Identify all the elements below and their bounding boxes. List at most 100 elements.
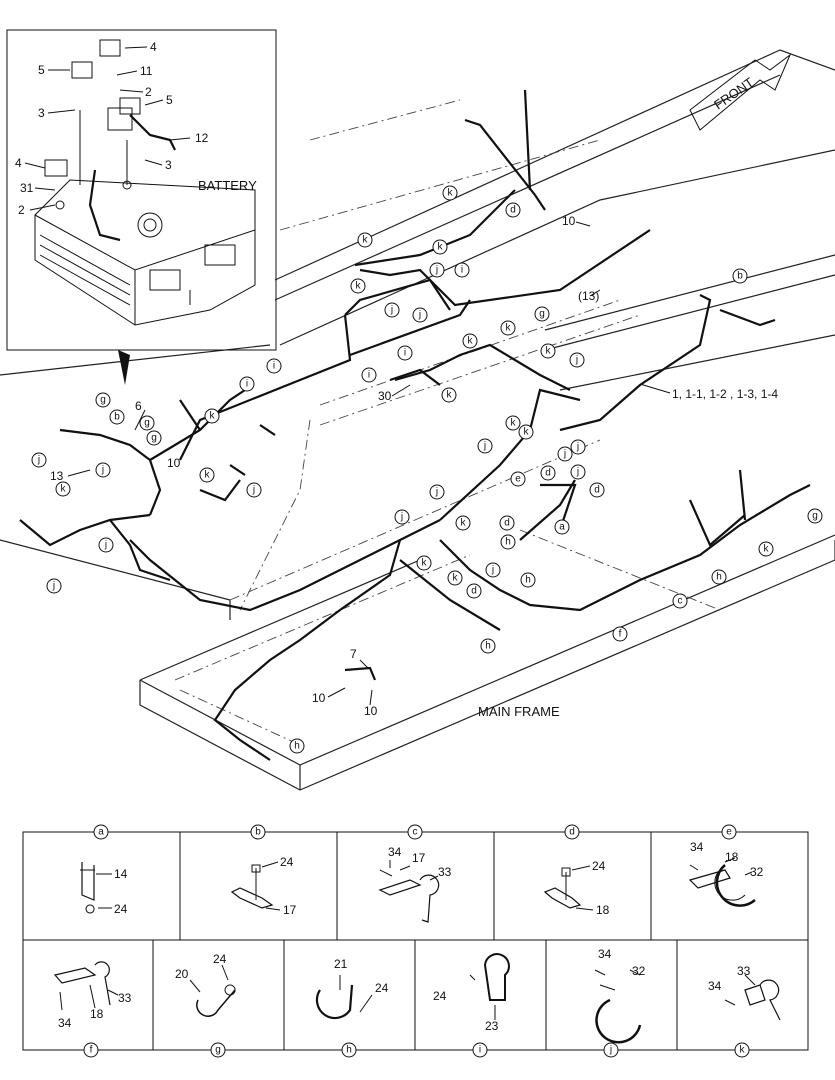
part-number: 17 <box>412 851 426 865</box>
callout-k: k <box>441 387 457 403</box>
callout-h: h <box>289 738 305 754</box>
battery-label: BATTERY <box>198 178 257 193</box>
callout-e: e <box>510 471 526 487</box>
num-10-label: 10 <box>312 691 326 705</box>
panel-header-d: d <box>564 824 580 840</box>
main-frame-label: MAIN FRAME <box>478 704 560 719</box>
callout-letter: i <box>404 348 406 359</box>
callout-letter: h <box>525 575 531 586</box>
callout-k: k <box>518 424 534 440</box>
callout-letter: j <box>390 305 393 316</box>
callout-letter: g <box>812 511 818 522</box>
callout-h: h <box>711 569 727 585</box>
callout-letter: g <box>100 395 106 406</box>
callout-j: j <box>570 464 586 480</box>
front-arrow: FRONT <box>689 53 792 131</box>
part-number: 24 <box>433 989 447 1003</box>
callout-letter: k <box>511 418 517 429</box>
part-number: 34 <box>598 947 612 961</box>
callout-letter: i <box>246 379 248 390</box>
callout-d: d <box>589 482 605 498</box>
callout-letter: i <box>368 370 370 381</box>
callout-h: h <box>480 638 496 654</box>
part-number: 33 <box>118 991 132 1005</box>
callout-a: a <box>554 519 570 535</box>
part-number: 14 <box>114 867 128 881</box>
part-number: 24 <box>114 902 128 916</box>
callout-letter: k <box>363 235 369 246</box>
callout-letter: j <box>104 540 107 551</box>
callout-k: k <box>442 185 458 201</box>
callout-d: d <box>505 202 521 218</box>
callout-j: j <box>477 438 493 454</box>
callout-letter: k <box>447 390 453 401</box>
part-number: 24 <box>375 981 389 995</box>
part-number: 21 <box>334 957 348 971</box>
front-label: FRONT <box>711 74 756 112</box>
svg-text:b: b <box>255 827 261 838</box>
inset-num: 11 <box>140 64 153 78</box>
callout-g: g <box>139 415 155 431</box>
svg-text:c: c <box>413 827 418 838</box>
callout-letter: k <box>764 544 770 555</box>
inset-pointer <box>118 350 130 385</box>
callout-h: h <box>520 572 536 588</box>
num-13-label: 13 <box>50 469 64 483</box>
callout-letter: j <box>37 455 40 466</box>
callout-letter: j <box>418 310 421 321</box>
callout-letter: j <box>563 449 566 460</box>
callout-i: i <box>454 262 470 278</box>
part-number: 23 <box>485 1019 499 1033</box>
callout-k: k <box>55 481 71 497</box>
svg-text:k: k <box>740 1045 746 1056</box>
inset-num: 5 <box>166 93 173 107</box>
callout-k: k <box>199 467 215 483</box>
callout-j: j <box>246 482 262 498</box>
part-number: 34 <box>58 1016 72 1030</box>
inset-num: 3 <box>38 106 45 120</box>
part-number: 17 <box>283 903 297 917</box>
callout-g: g <box>534 306 550 322</box>
panel-header-g: g <box>210 1042 226 1058</box>
callout-letter: k <box>438 242 444 253</box>
callout-j: j <box>485 562 501 578</box>
callout-letter: j <box>101 465 104 476</box>
callout-letter: k <box>524 427 530 438</box>
callout-letter: c <box>678 596 683 607</box>
callout-k: k <box>447 570 463 586</box>
battery-inset: BATTERY 4 5 11 <box>6 29 277 351</box>
part-number: 32 <box>750 865 764 879</box>
callout-k: k <box>357 232 373 248</box>
callout-k: k <box>500 320 516 336</box>
callout-i: i <box>397 345 413 361</box>
callout-letter: d <box>504 518 510 529</box>
callout-letter: k <box>461 518 467 529</box>
callout-k: k <box>350 278 366 294</box>
callout-k: k <box>505 415 521 431</box>
num-10-label: 10 <box>364 704 378 718</box>
inset-num: 4 <box>150 40 157 54</box>
callout-letter: j <box>575 355 578 366</box>
leader-lines <box>67 221 671 706</box>
callout-letter: j <box>491 565 494 576</box>
callout-letter: b <box>737 271 743 282</box>
callout-letter: k <box>422 558 428 569</box>
part-number: 34 <box>388 845 402 859</box>
callout-letter: g <box>539 309 545 320</box>
callout-k: k <box>540 343 556 359</box>
callout-g: g <box>807 508 823 524</box>
callout-letter: j <box>435 265 438 276</box>
callout-letter: j <box>483 441 486 452</box>
panel-header-j: j <box>603 1042 619 1058</box>
callout-i: i <box>239 376 255 392</box>
panel-header-b: b <box>250 824 266 840</box>
panel-header-h: h <box>341 1042 357 1058</box>
num-10-label: 10 <box>562 214 576 228</box>
svg-text:f: f <box>90 1045 93 1056</box>
callout-j: j <box>95 462 111 478</box>
callout-letter: b <box>114 412 120 423</box>
detail-panels <box>22 831 809 1051</box>
callout-k: k <box>204 408 220 424</box>
callout-letter: e <box>515 474 521 485</box>
svg-text:a: a <box>98 827 104 838</box>
